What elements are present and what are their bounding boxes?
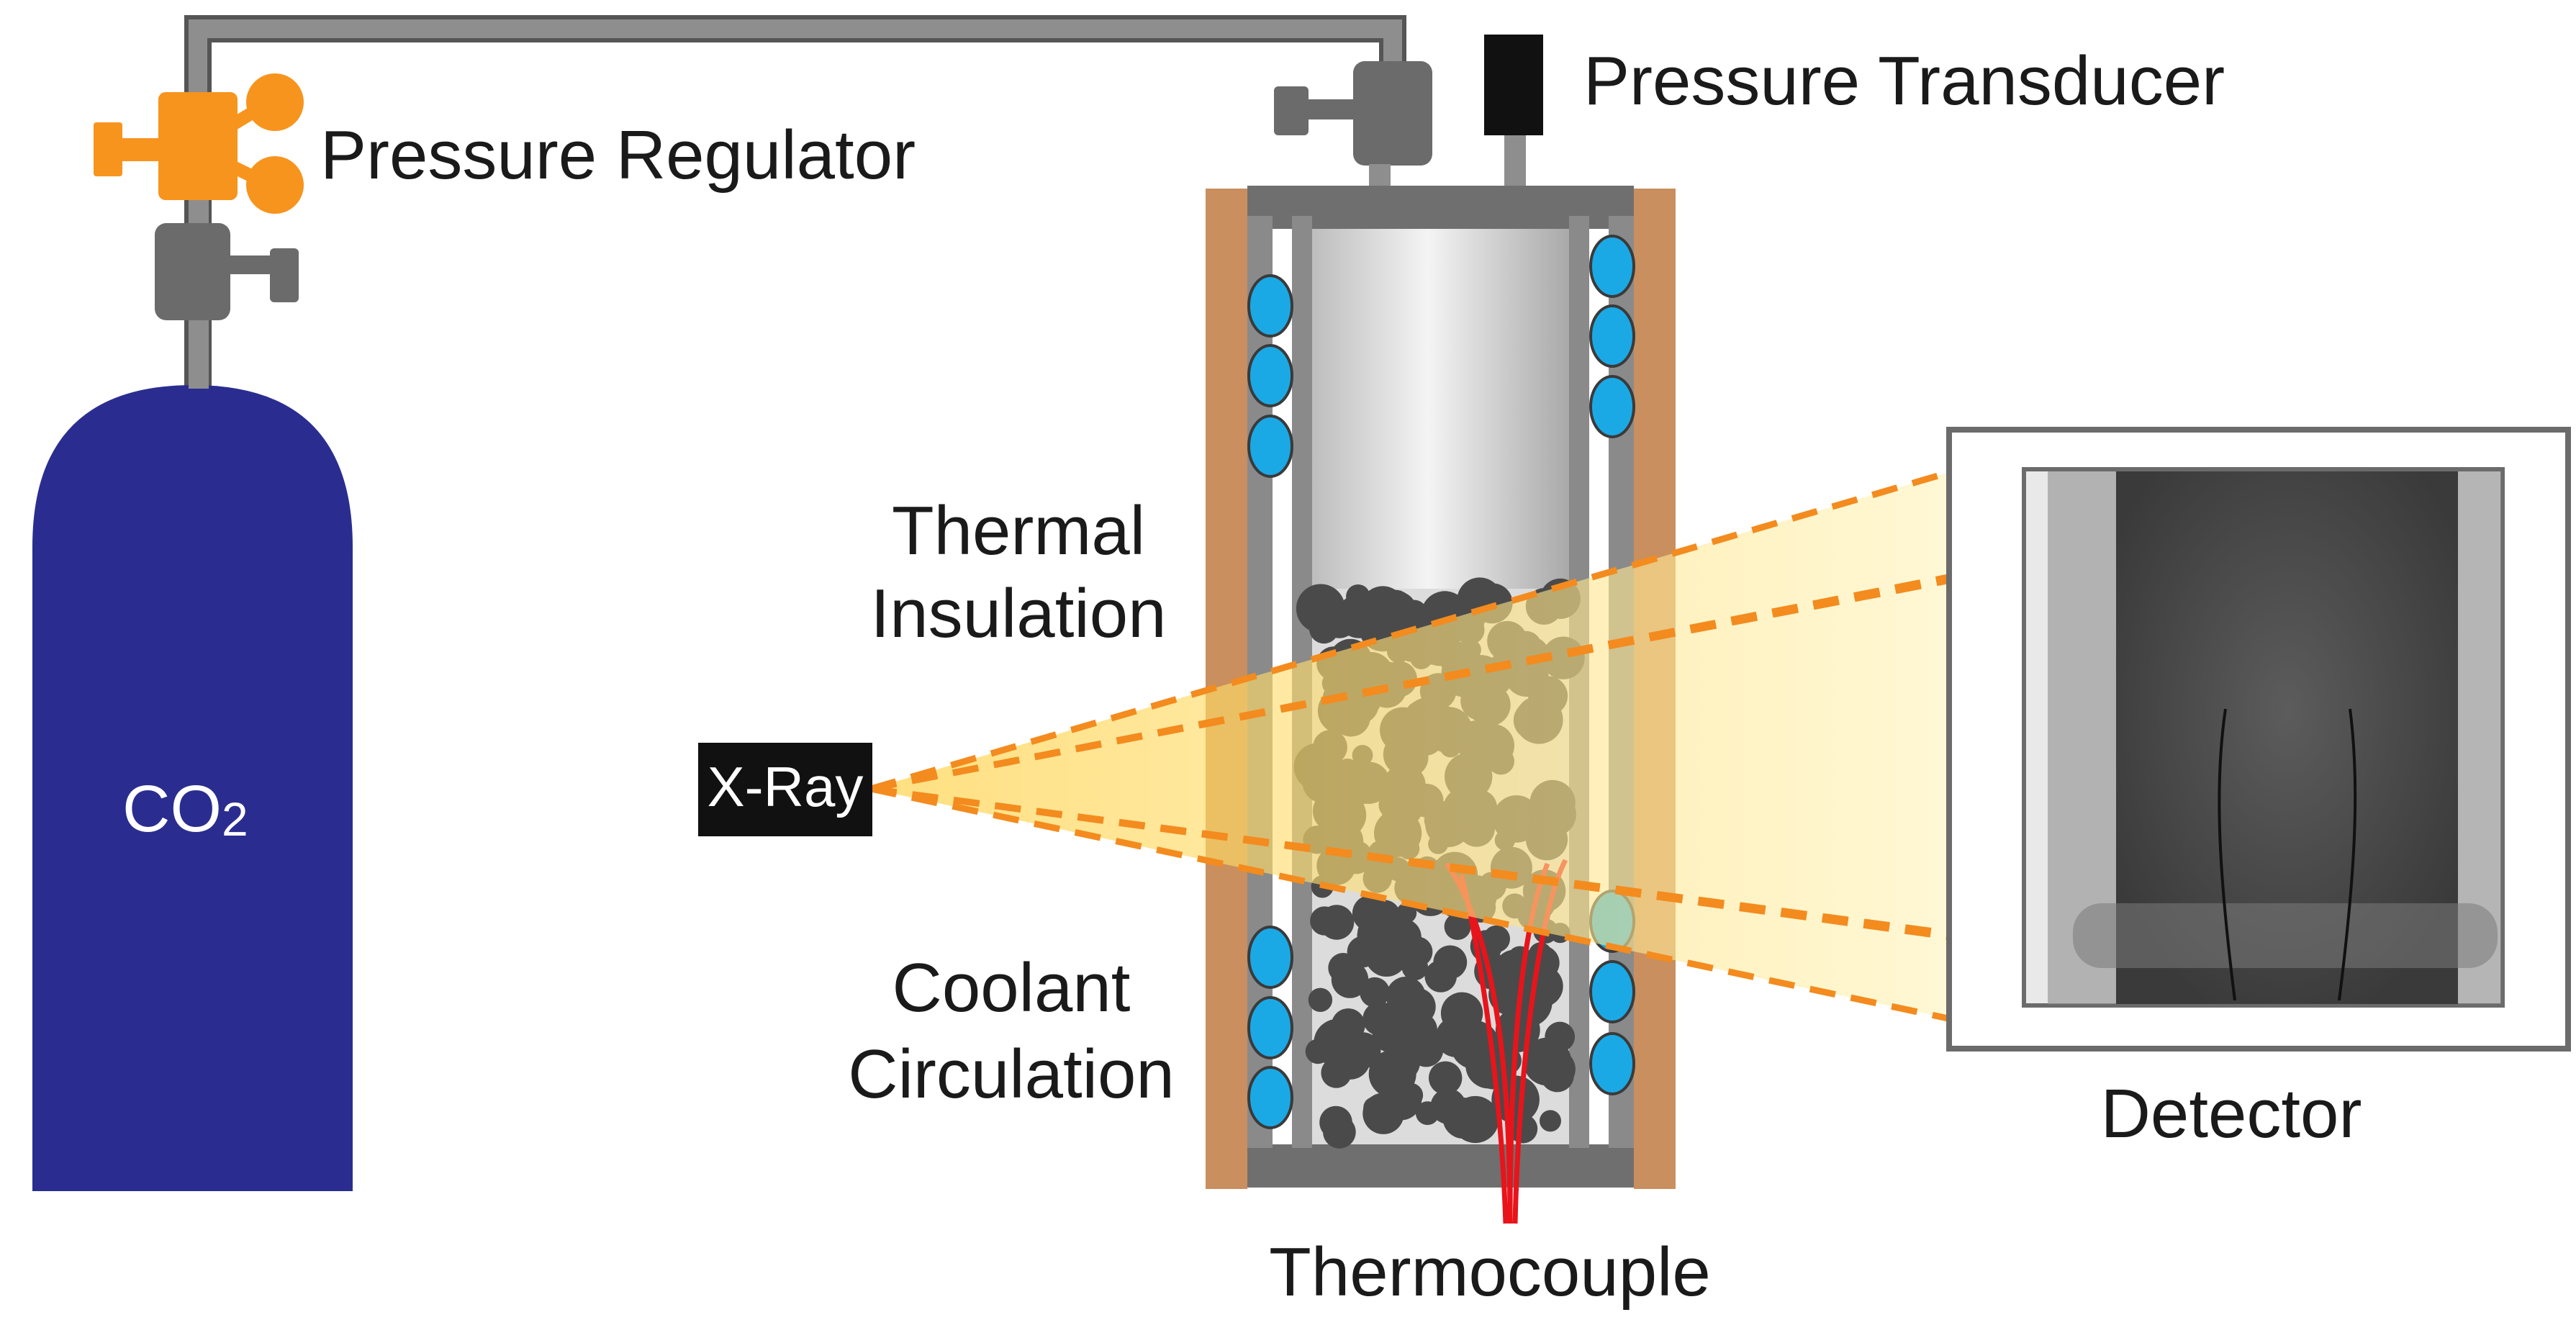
sample-particle (1402, 1012, 1437, 1048)
xray-source: X-Ray (698, 743, 872, 836)
sample-particle (1319, 1105, 1352, 1139)
detector (1946, 427, 2571, 1052)
sample-particle (1344, 1032, 1381, 1069)
sample-particle (1372, 1016, 1409, 1053)
sample-particle (1380, 1081, 1409, 1109)
co2-cylinder: CO2 (32, 385, 353, 1191)
sample-particle (1386, 977, 1426, 1016)
coolant-circulation-label-line1: Coolant (892, 949, 1131, 1026)
sample-particle (1402, 936, 1433, 967)
co2-subscript: 2 (222, 792, 248, 846)
sample-particle (1368, 900, 1401, 932)
sample-particle (1545, 1021, 1576, 1052)
sample-particle (1308, 987, 1333, 1013)
sample-particle (1435, 1016, 1476, 1057)
sample-particle (1536, 1049, 1576, 1089)
thermal-insulation-label-line1: Thermal (892, 492, 1145, 569)
detector-radiograph (2048, 471, 2501, 1004)
sample-particle (1508, 1114, 1538, 1144)
sample-particle (1452, 1095, 1499, 1144)
inlet-valve-icon (1274, 61, 1432, 236)
sample-particle (1396, 903, 1417, 923)
co2-label: CO2 (122, 772, 248, 846)
sample-particle (1378, 931, 1404, 956)
sample-particle (1346, 584, 1370, 609)
sample-particle (1328, 953, 1358, 983)
sample-particle (1383, 1044, 1420, 1082)
sample-particle (1540, 1110, 1561, 1132)
sample-particle (1429, 1061, 1463, 1095)
thermocouple-label: Thermocouple (1269, 1234, 1711, 1311)
sample-particle (1357, 921, 1378, 942)
coolant-tubes (1247, 235, 1635, 1129)
sample-particle (1483, 925, 1510, 953)
sample-particle (1433, 945, 1468, 980)
sample-particle (1319, 905, 1355, 940)
xray-label: X-Ray (708, 755, 864, 818)
sample-particle (1296, 584, 1345, 633)
pressure-transducer-label: Pressure Transducer (1583, 42, 2225, 119)
coolant-circulation-label-line2: Circulation (848, 1036, 1175, 1113)
thermal-insulation-label-line2: Insulation (871, 575, 1167, 652)
piston (1312, 229, 1569, 589)
sample-particle (1444, 913, 1471, 940)
detector-label: Detector (2101, 1075, 2362, 1152)
pressure-regulator-label: Pressure Regulator (320, 117, 916, 194)
sample-particle (1363, 1097, 1384, 1118)
cylinder-valve-icon (155, 223, 299, 389)
pressure-regulator-icon (94, 73, 304, 223)
